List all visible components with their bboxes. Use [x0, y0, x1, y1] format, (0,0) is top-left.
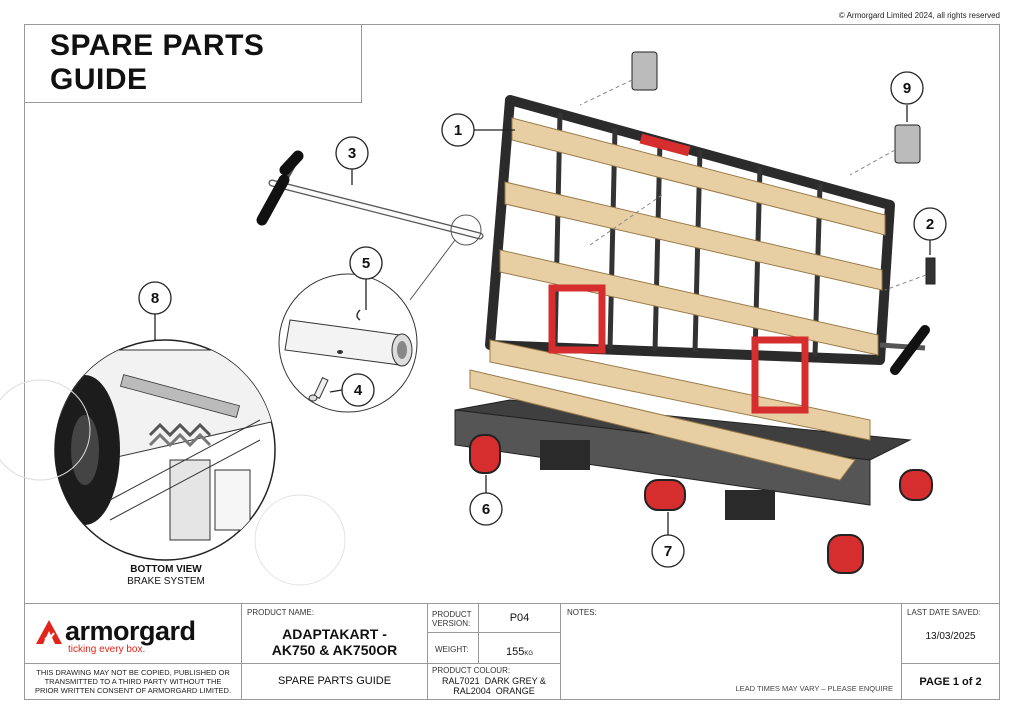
callout-3: 3 — [348, 145, 356, 162]
callout-8: 8 — [151, 290, 159, 307]
weight-value-cell: 155KG — [478, 632, 561, 664]
callout-markers — [138, 71, 947, 568]
logo-cell: armorgard ticking every box. — [24, 603, 242, 664]
product-name-line1: ADAPTAKART - — [282, 626, 387, 642]
castor-wheels — [469, 434, 933, 574]
colour-cell: PRODUCT COLOUR: RAL7021 DARK GREY & RAL2… — [427, 663, 561, 700]
inset-title: BOTTOM VIEW — [130, 564, 202, 575]
weight-label: WEIGHT: — [435, 645, 469, 654]
notes-label: NOTES: — [567, 608, 597, 617]
weight-label-cell: WEIGHT: — [427, 632, 479, 664]
callout-4: 4 — [354, 382, 363, 399]
last-saved-cell: LAST DATE SAVED: 13/03/2025 — [901, 603, 1000, 664]
last-saved-label: LAST DATE SAVED: — [907, 608, 981, 617]
armorgard-logo: armorgard — [35, 616, 196, 647]
inset-subtitle: BRAKE SYSTEM — [127, 576, 205, 587]
disclaimer: THIS DRAWING MAY NOT BE COPIED, PUBLISHE… — [34, 668, 232, 695]
inset-bottom-view — [54, 339, 276, 561]
product-name-line2: AK750 & AK750OR — [271, 642, 398, 658]
product-colour-label: PRODUCT COLOUR: — [432, 666, 511, 675]
colour-line1: RAL7021 DARK GREY & — [442, 676, 546, 686]
cart-frame — [454, 95, 930, 520]
handle-part — [256, 150, 484, 240]
copyright-notice: © Armorgard Limited 2024, all rights res… — [838, 11, 1000, 20]
callout-9: 9 — [903, 80, 911, 97]
callout-5: 5 — [362, 255, 370, 272]
logo-wordmark: armorgard — [65, 616, 196, 646]
logo-tagline: ticking every box. — [68, 644, 146, 655]
page-title: SPARE PARTS GUIDE — [50, 29, 265, 96]
title-box: SPARE PARTS GUIDE — [24, 24, 362, 103]
product-name-label: PRODUCT NAME: — [247, 608, 314, 617]
callout-6: 6 — [482, 501, 490, 518]
disclaimer-cell: THIS DRAWING MAY NOT BE COPIED, PUBLISHE… — [24, 663, 242, 700]
last-saved-date: 13/03/2025 — [925, 631, 976, 642]
doc-type: SPARE PARTS GUIDE — [277, 675, 392, 687]
callout-1: 1 — [454, 122, 462, 139]
doc-type-cell: SPARE PARTS GUIDE — [241, 663, 428, 700]
tube-detail — [278, 273, 418, 413]
version-value-cell: P04 — [478, 603, 561, 633]
page-number-cell: PAGE 1 of 2 — [901, 663, 1000, 700]
colour-line2: RAL2004 ORANGE — [453, 686, 535, 696]
callout-2: 2 — [926, 216, 934, 233]
product-version-label-1: PRODUCT — [432, 610, 472, 619]
callout-7: 7 — [664, 543, 672, 560]
notes-cell: NOTES: LEAD TIMES MAY VARY – PLEASE ENQU… — [560, 603, 902, 700]
version-label-cell: PRODUCT VERSION: — [427, 603, 479, 633]
product-name-cell: PRODUCT NAME: ADAPTAKART - AK750 & AK750… — [241, 603, 428, 664]
lead-times: LEAD TIMES MAY VARY – PLEASE ENQUIRE — [735, 684, 893, 693]
product-version-label-2: VERSION: — [432, 619, 471, 628]
weight-unit: KG — [524, 651, 534, 657]
bracket-parts — [631, 51, 936, 285]
exploded-drawing: 1 2 3 4 5 6 7 8 9 — [0, 51, 947, 586]
product-version: P04 — [509, 612, 530, 624]
weight-value: 155 — [505, 646, 525, 658]
armorgard-logo-icon — [36, 619, 62, 644]
page-number: PAGE 1 of 2 — [919, 676, 982, 688]
